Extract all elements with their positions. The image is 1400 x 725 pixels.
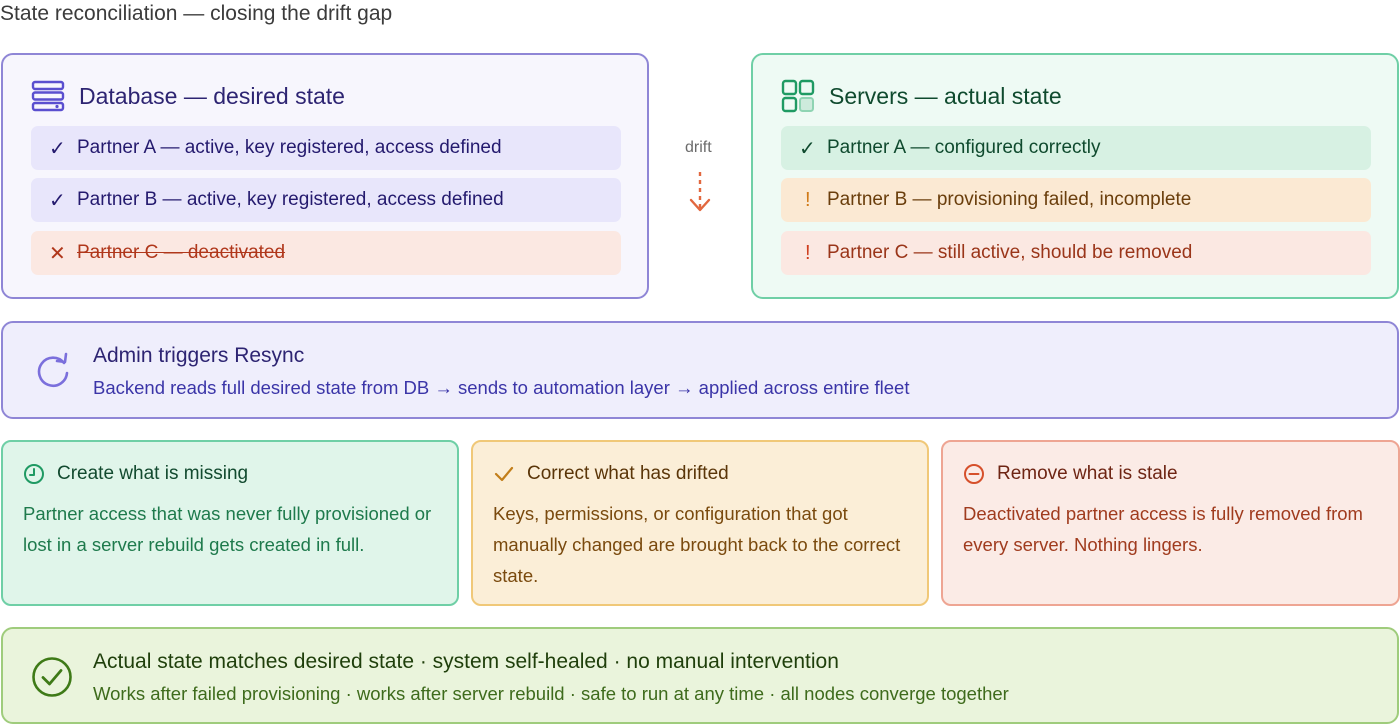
database-title: Database — desired state xyxy=(79,82,345,109)
row-text: Partner A — active, key registered, acce… xyxy=(77,137,502,158)
drift-arrow-icon xyxy=(689,172,711,212)
servers-title: Servers — actual state xyxy=(829,82,1062,109)
row-text: Partner C — still active, should be remo… xyxy=(827,242,1193,263)
check-circle-icon xyxy=(32,657,72,697)
check-icon: ✓ xyxy=(49,189,66,212)
card-header: Create what is missing xyxy=(23,463,248,485)
row-text: Partner B — provisioning failed, incompl… xyxy=(827,189,1192,210)
actual-state-row: ! Partner C — still active, should be re… xyxy=(781,231,1371,275)
card-header: Correct what has drifted xyxy=(493,463,729,485)
remove-stale-card: Remove what is stale Deactivated partner… xyxy=(941,440,1400,606)
row-text: Partner A — configured correctly xyxy=(827,137,1101,158)
desired-state-row: ✕ Partner C — deactivated xyxy=(31,231,621,275)
card-title: Remove what is stale xyxy=(997,463,1178,484)
resync-title: Admin triggers Resync xyxy=(93,344,305,367)
card-body: Keys, permissions, or configuration that… xyxy=(493,503,901,586)
check-icon: ✓ xyxy=(799,137,816,160)
actual-state-row: ! Partner B — provisioning failed, incom… xyxy=(781,178,1371,222)
desired-state-row: ✓ Partner A — active, key registered, ac… xyxy=(31,126,621,170)
card-body: Deactivated partner access is fully remo… xyxy=(963,503,1363,555)
servers-grid-icon xyxy=(781,79,815,113)
servers-panel-header: Servers — actual state xyxy=(781,79,1062,113)
card-body: Partner access that was never fully prov… xyxy=(23,503,432,555)
database-icon xyxy=(31,80,65,112)
resync-banner: Admin triggers Resync Backend reads full… xyxy=(1,321,1399,419)
database-panel-header: Database — desired state xyxy=(31,79,345,113)
row-text: Partner B — active, key registered, acce… xyxy=(77,189,504,210)
minus-circle-icon xyxy=(964,464,984,484)
check-icon: ✓ xyxy=(49,137,66,160)
drift-label: drift xyxy=(685,139,712,156)
result-banner: Actual state matches desired state · sys… xyxy=(1,627,1399,724)
warning-icon: ! xyxy=(805,241,811,264)
create-missing-card: Create what is missing Partner access th… xyxy=(1,440,459,606)
page-title: State reconciliation — closing the drift… xyxy=(0,2,393,25)
database-panel: Database — desired state ✓ Partner A — a… xyxy=(1,53,649,299)
cross-icon: ✕ xyxy=(49,242,66,265)
resync-description: Backend reads full desired state from DB… xyxy=(93,377,910,398)
result-title: Actual state matches desired state · sys… xyxy=(93,650,839,673)
desired-state-row: ✓ Partner B — active, key registered, ac… xyxy=(31,178,621,222)
row-text: Partner C — deactivated xyxy=(77,242,286,263)
card-title: Correct what has drifted xyxy=(527,463,729,484)
correct-drift-card: Correct what has drifted Keys, permissio… xyxy=(471,440,929,606)
result-description: Works after failed provisioning · works … xyxy=(93,683,1009,704)
card-header: Remove what is stale xyxy=(963,463,1178,485)
servers-panel: Servers — actual state ✓ Partner A — con… xyxy=(751,53,1399,299)
actual-state-row: ✓ Partner A — configured correctly xyxy=(781,126,1371,170)
refresh-icon xyxy=(37,352,69,388)
card-title: Create what is missing xyxy=(57,463,249,484)
clock-icon xyxy=(24,464,44,484)
check-icon xyxy=(494,466,514,482)
warning-icon: ! xyxy=(805,188,811,211)
